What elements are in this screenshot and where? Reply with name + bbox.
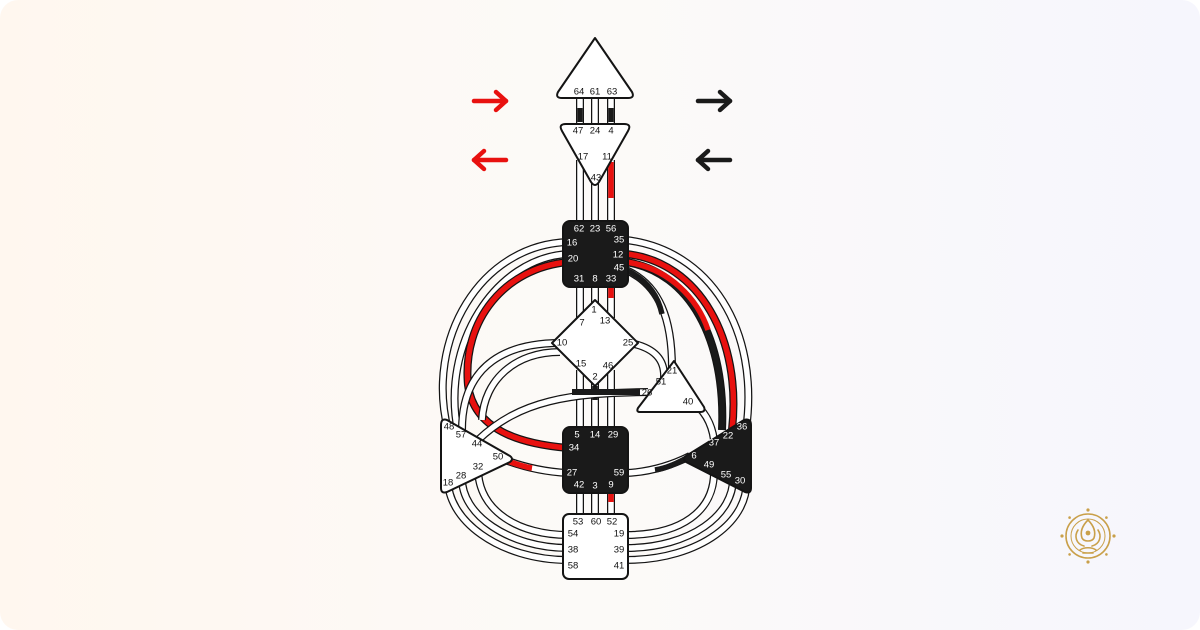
gate-label: 41 — [614, 561, 625, 572]
gate-label: 62 — [574, 224, 585, 235]
gate-label: 34 — [569, 443, 580, 454]
head-gates: 64 61 63 — [574, 87, 618, 98]
gate-label: 50 — [493, 452, 504, 463]
lotus-emblem-icon — [1060, 508, 1116, 564]
gate-label: 37 — [709, 438, 720, 449]
gate-label: 61 — [590, 87, 601, 98]
gate-label: 12 — [613, 250, 624, 261]
gate-label: 15 — [576, 359, 587, 370]
gate-label: 47 — [573, 126, 584, 137]
gate-label: 44 — [472, 439, 483, 450]
spleen-center[interactable] — [440, 418, 513, 494]
gate-label: 10 — [557, 338, 568, 349]
gate-label: 23 — [590, 224, 601, 235]
solar-plexus-center[interactable] — [683, 418, 752, 494]
gate-label: 7 — [579, 318, 584, 329]
root-gates: 53 60 52 54 19 38 39 58 41 — [568, 517, 625, 572]
arrow-left-icon — [695, 148, 733, 172]
spleen-gates: 48 57 44 50 32 28 18 — [443, 422, 504, 489]
gate-label: 26 — [642, 388, 653, 399]
gate-label: 11 — [602, 152, 612, 163]
gate-label: 30 — [735, 476, 746, 487]
gate-label: 57 — [456, 430, 467, 441]
sacral-gates: 5 14 29 34 27 59 42 3 9 — [567, 430, 625, 492]
gate-label: 64 — [574, 87, 585, 98]
arrow-right-icon — [471, 89, 509, 113]
arrow-right-icon — [695, 89, 733, 113]
gate-label: 5 — [574, 430, 579, 441]
ajna-center[interactable] — [559, 123, 631, 186]
gate-label: 49 — [704, 460, 715, 471]
gate-label: 21 — [667, 366, 678, 377]
gate-label: 35 — [614, 235, 625, 246]
gate-label: 2 — [592, 372, 597, 383]
personality-arrows — [695, 89, 733, 172]
gate-label: 13 — [600, 316, 611, 327]
gate-label: 53 — [573, 517, 584, 528]
gate-label: 17 — [578, 152, 589, 163]
gate-label: 48 — [444, 422, 455, 433]
gate-label: 43 — [591, 173, 602, 184]
gate-label: 54 — [568, 529, 579, 540]
gate-label: 6 — [691, 451, 696, 462]
gate-label: 58 — [568, 561, 579, 572]
gate-label: 18 — [443, 478, 454, 489]
gate-label: 40 — [683, 397, 694, 408]
gate-label: 25 — [623, 338, 634, 349]
gate-label: 55 — [721, 470, 732, 481]
gate-label: 4 — [608, 126, 613, 137]
g-center[interactable] — [551, 299, 639, 387]
gate-label: 45 — [614, 263, 625, 274]
design-arrows — [471, 89, 509, 172]
head-center[interactable] — [556, 37, 634, 99]
gate-label: 56 — [606, 224, 617, 235]
gate-label: 22 — [723, 431, 734, 442]
gate-label: 8 — [592, 274, 597, 285]
gate-label: 52 — [607, 517, 618, 528]
g-gates: 1 7 13 10 25 15 46 2 — [557, 305, 634, 383]
gate-label: 3 — [592, 481, 597, 492]
ajna-gates: 47 24 4 17 11 43 — [573, 126, 614, 184]
arrow-left-icon — [471, 148, 509, 172]
gate-label: 46 — [603, 361, 614, 372]
gate-label: 19 — [614, 529, 625, 540]
gate-label: 33 — [606, 274, 617, 285]
gate-label: 32 — [473, 462, 484, 473]
gate-label: 27 — [567, 468, 578, 479]
gate-label: 9 — [608, 480, 613, 491]
gate-label: 39 — [614, 545, 625, 556]
gate-label: 28 — [456, 471, 467, 482]
gate-label: 14 — [590, 430, 601, 441]
throat-gates: 62 23 56 16 35 20 12 45 31 8 33 — [567, 224, 625, 285]
heart-gates: 21 51 26 40 — [642, 366, 694, 408]
gate-label: 29 — [608, 430, 619, 441]
gate-label: 59 — [614, 468, 625, 479]
solar-plexus-gates: 36 22 37 6 49 55 30 — [691, 422, 747, 487]
gate-label: 31 — [574, 274, 585, 285]
gate-label: 1 — [591, 305, 596, 316]
gate-label: 20 — [568, 254, 579, 265]
throat-center[interactable] — [562, 220, 629, 288]
gate-label: 42 — [574, 480, 585, 491]
gate-label: 63 — [607, 87, 618, 98]
gate-label: 51 — [656, 377, 667, 388]
gate-label: 16 — [567, 238, 578, 249]
gate-label: 24 — [590, 126, 601, 137]
centers — [440, 37, 752, 580]
gate-label: 38 — [568, 545, 579, 556]
gate-label: 60 — [591, 517, 602, 528]
root-center[interactable] — [562, 513, 629, 580]
gate-label: 36 — [737, 422, 748, 433]
heart-center[interactable] — [636, 360, 706, 413]
sacral-center[interactable] — [562, 426, 629, 494]
